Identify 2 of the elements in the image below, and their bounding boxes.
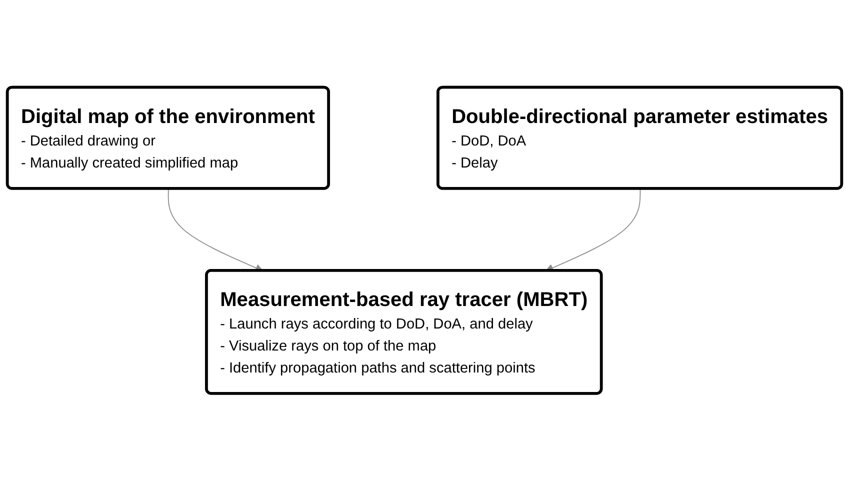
arrow [546, 188, 641, 272]
arrow [168, 188, 264, 272]
